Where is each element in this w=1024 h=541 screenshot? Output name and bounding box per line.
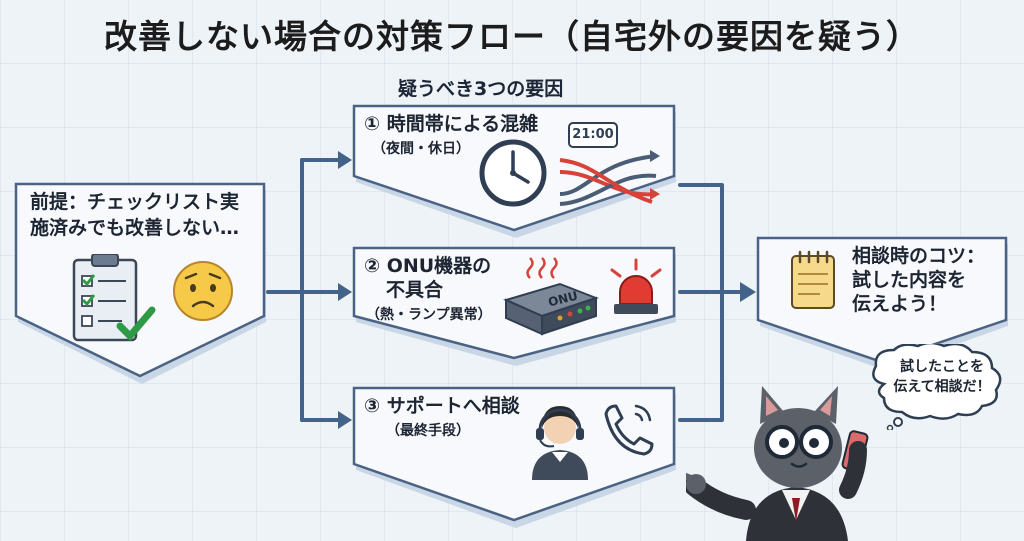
tip-box: 相談時のコツ： 試した内容を 伝えよう！	[756, 236, 1010, 374]
premise-line-1: 前提：チェックリスト実	[30, 191, 240, 213]
cause-2-title-line-1: ② ONU機器の	[364, 255, 492, 277]
phone-icon	[604, 404, 654, 456]
alarm-light-icon	[610, 258, 662, 314]
arrowhead-1	[338, 151, 352, 169]
arrowhead-2	[338, 283, 352, 301]
operator-icon	[532, 406, 588, 480]
cause-3-title: ③ サポートへ相談	[364, 395, 520, 417]
notepad-icon	[791, 250, 835, 309]
page-title: 改善しない場合の対策フロー（自宅外の要因を疑う）	[104, 17, 920, 56]
cause-box-onu: ② ONU機器の 不具合 （熱・ランプ異常） ONU	[352, 246, 678, 370]
cause-2-note: （熱・ランプ異常）	[366, 307, 492, 323]
tip-line-1: 相談時のコツ：	[852, 245, 986, 267]
causes-heading: 疑うべき3つの要因	[398, 78, 564, 100]
merge-3-line	[678, 290, 724, 422]
clock-icon	[479, 139, 547, 207]
speech-line-2: 伝えて相談だ！	[893, 379, 991, 395]
cause-1-title: ① 時間帯による混雑	[364, 113, 539, 135]
time-badge: 21:00	[568, 122, 618, 148]
cause-2-title-line-2: 不具合	[386, 279, 444, 301]
speech-line-1: 試したことを	[900, 359, 984, 375]
tip-line-2: 試した内容を	[852, 269, 967, 291]
onu-device-icon	[503, 257, 599, 336]
checklist-icon	[72, 254, 156, 342]
arrowhead-tip	[740, 282, 756, 302]
congestion-arrows-icon	[559, 150, 660, 206]
arrowhead-3	[338, 411, 352, 429]
cause-box-support: ③ サポートへ相談 （最終手段）	[352, 386, 678, 532]
premise-line-2: 施済みでも改善しない…	[30, 217, 240, 239]
cat-mascot-illustration	[686, 386, 869, 541]
cause-3-note: （最終手段）	[386, 423, 470, 439]
cause-1-note: （夜間・休日）	[372, 141, 470, 157]
cause-box-congestion: ① 時間帯による混雑 （夜間・休日） 21:00	[352, 104, 678, 242]
worried-face-icon	[173, 261, 233, 321]
merge-1-line	[678, 183, 724, 294]
premise-box: 前提：チェックリスト実 施済みでも改善しない…	[14, 182, 270, 388]
tip-line-3: 伝えよう！	[852, 293, 948, 315]
thought-bubble	[872, 344, 1002, 430]
